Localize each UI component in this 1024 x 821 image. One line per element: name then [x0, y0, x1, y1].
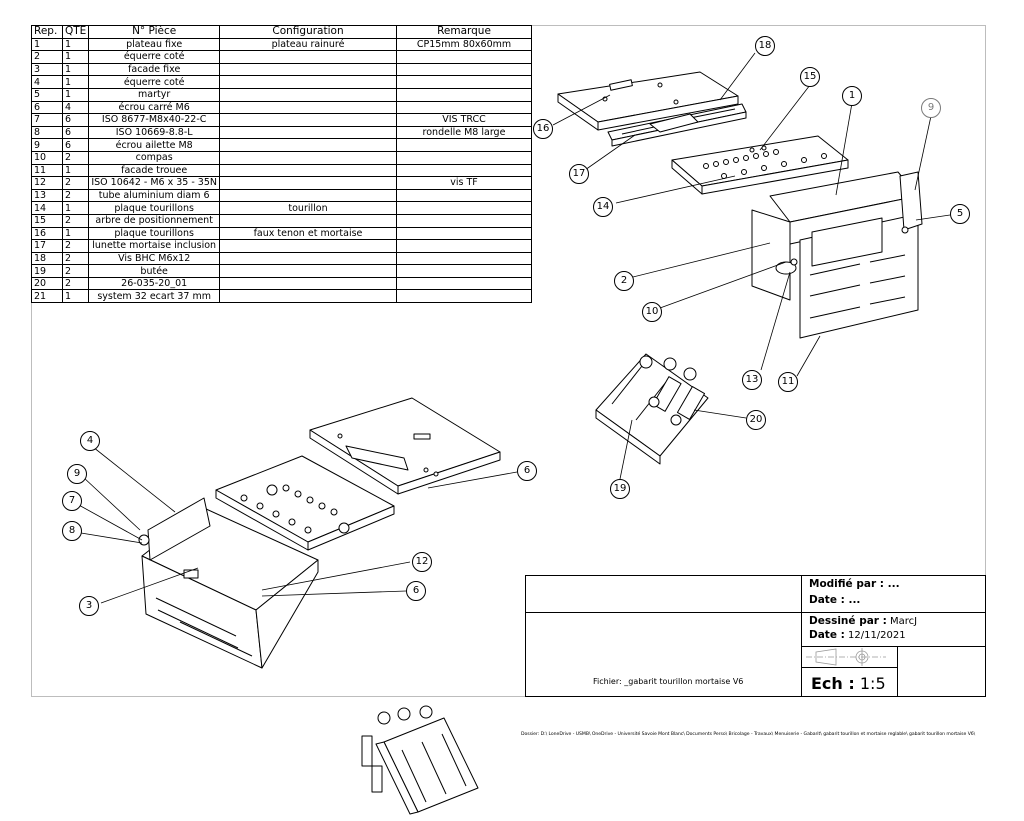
bom-cell-qte: 2: [61, 213, 90, 228]
bom-cell-remark: [396, 289, 532, 304]
callout-16: 16: [533, 119, 553, 139]
bom-header-row: Rep. QTE N° Pièce Configuration Remarque: [31, 25, 532, 39]
scale-label: Ech :: [811, 674, 855, 693]
title-block-modified-cell: [801, 575, 986, 613]
file-name: Fichier: _gabarit tourillon mortaise V6: [593, 677, 744, 686]
callout-17: 17: [569, 164, 589, 184]
title-block-empty-cell: [897, 646, 986, 697]
callout-1: 1: [842, 86, 862, 106]
scale-value: 1:5: [859, 674, 886, 693]
date2-label: Date :: [809, 629, 845, 641]
title-block-file-cell: [525, 612, 802, 697]
callout-12: 12: [412, 552, 432, 572]
bom-cell-qte: 1: [61, 289, 90, 304]
file-path: Dossier: D:\ LoneDrive - USMB\ OneDrive …: [521, 732, 976, 737]
callout-2: 2: [614, 271, 634, 291]
lower-plate-drawing: [309, 397, 501, 495]
butee-19-drawing: [595, 353, 709, 465]
callout-7: 7: [62, 491, 82, 511]
bill-of-materials-table: Rep. QTE N° Pièce Configuration Remarque…: [31, 25, 532, 304]
date2-row: Date : 12/11/2021: [809, 629, 906, 641]
callout-10: 10: [642, 302, 662, 322]
title-block-projection-cell: [801, 646, 898, 668]
lower-plate-14-drawing: [215, 455, 395, 551]
box-assembly-drawing: [751, 171, 923, 339]
callout-19: 19: [610, 479, 630, 499]
callout-4: 4: [80, 431, 100, 451]
plate-14-drawing: [671, 135, 849, 195]
callout-8: 8: [62, 521, 82, 541]
callout-3: 3: [79, 596, 99, 616]
title-block-scale-cell: [801, 667, 898, 697]
date2-value: 12/11/2021: [847, 630, 906, 641]
callout-20: 20: [746, 410, 766, 430]
lunette-17-drawing: [607, 103, 747, 147]
callout-18: 18: [755, 36, 775, 56]
title-block-drawn-cell: [801, 612, 986, 647]
leader-lines: [76, 52, 951, 604]
callout-14: 14: [593, 197, 613, 217]
callout-11: 11: [778, 372, 798, 392]
scale-row: Ech : 1:5: [811, 674, 886, 693]
callout-5: 5: [950, 204, 970, 224]
callout-6-lower: 6: [406, 581, 426, 601]
bom-cell-rep: 21: [31, 289, 63, 304]
bom-cell-qte: 2: [61, 150, 90, 165]
callout-9: 9: [67, 464, 87, 484]
callout-13: 13: [742, 370, 762, 390]
drawn-by-label: Dessiné par :: [809, 615, 887, 627]
bom-cell-qte: 2: [61, 251, 90, 266]
callout-6-right: 6: [517, 461, 537, 481]
modified-by-label: Modifié par : ...: [809, 578, 900, 590]
lower-box-drawing: [138, 497, 319, 669]
drawn-by-row: Dessiné par : MarcJ: [809, 615, 917, 627]
title-block-top-left: [525, 575, 802, 613]
iso-view-drawing: [361, 705, 479, 815]
drawn-by-value: MarcJ: [890, 616, 918, 627]
callout-15: 15: [800, 67, 820, 87]
date1-label: Date : ...: [809, 594, 861, 606]
callout-9-top: 9: [921, 98, 941, 118]
